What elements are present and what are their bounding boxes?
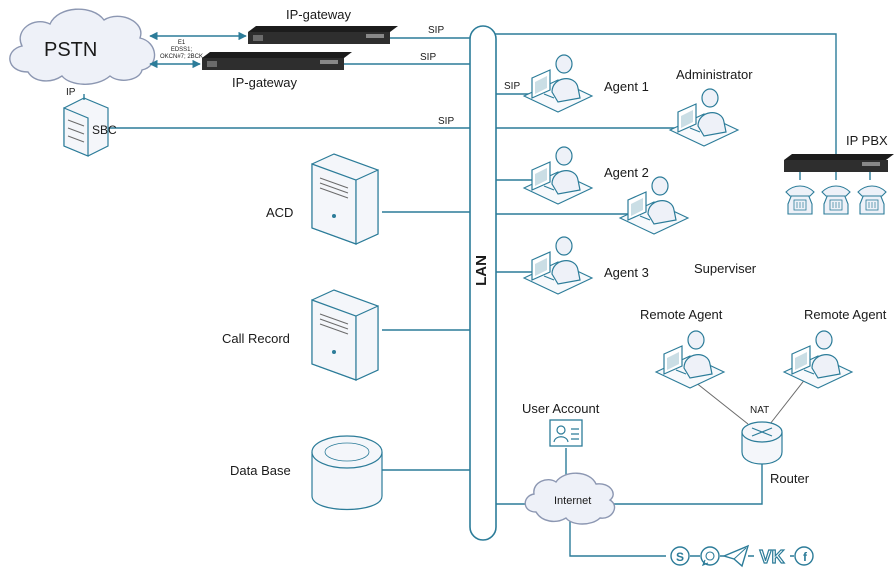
agent3-label: Agent 3: [604, 265, 649, 280]
remote-agent-left-label: Remote Agent: [640, 307, 723, 322]
acd-server-icon: [311, 153, 379, 245]
ip-pbx-label: IP PBX: [846, 133, 888, 148]
router-icon: [741, 421, 783, 465]
telegram-icon: [721, 544, 750, 568]
sip-label-agent1: SIP: [504, 81, 521, 92]
ip-pbx-device: [784, 154, 894, 180]
skype-icon: S: [670, 546, 690, 566]
call-record-server-icon: [311, 289, 379, 381]
acd-label: ACD: [266, 205, 294, 220]
sip-label-bottom: SIP: [420, 52, 437, 63]
e1-protocol-label: E1 EDSS1; OKCN#7; 2BCK: [160, 40, 204, 60]
pstn-cloud: [9, 8, 156, 85]
vk-icon: VK: [759, 546, 785, 567]
agent2-icon: [523, 146, 593, 205]
whatsapp-icon: [700, 546, 720, 567]
ip-gateway-top: [248, 26, 398, 44]
messenger-link: [569, 520, 666, 557]
agent1-label: Agent 1: [604, 79, 649, 94]
svg-text:VK: VK: [759, 547, 784, 567]
user-account-label: User Account: [522, 401, 600, 416]
router-label: Router: [770, 471, 810, 486]
svg-text:S: S: [676, 550, 684, 564]
call-record-label: Call Record: [222, 331, 290, 346]
superviser-icon: [619, 176, 689, 235]
phone-icon: [821, 185, 851, 215]
remote-agent-left-icon: [655, 330, 725, 389]
user-account-icon: [549, 419, 583, 447]
remote-agent-right-label: Remote Agent: [804, 307, 887, 322]
internet-label: Internet: [554, 495, 592, 507]
pstn-label: PSTN: [44, 39, 98, 61]
administrator-label: Administrator: [676, 67, 753, 82]
agent1-icon: [523, 54, 593, 113]
ip-label: IP: [66, 87, 76, 98]
svg-text:f: f: [803, 550, 808, 564]
superviser-label: Superviser: [694, 261, 757, 276]
pbx-link: [494, 33, 837, 160]
database-icon: [311, 435, 383, 510]
agent2-label: Agent 2: [604, 165, 649, 180]
phone-icon: [857, 185, 887, 215]
nat-label: NAT: [750, 405, 770, 416]
internet-cloud: [524, 472, 616, 525]
sip-label-top: SIP: [428, 25, 445, 36]
ip-gateway-bottom: [202, 52, 352, 70]
administrator-icon: [669, 88, 739, 147]
sbc-label: SBC: [92, 123, 117, 137]
lan-label: LAN: [472, 255, 490, 286]
sip-label-sbc: SIP: [438, 116, 455, 127]
facebook-icon: f: [794, 546, 814, 566]
data-base-label: Data Base: [230, 463, 291, 478]
gateway-bottom-label: IP-gateway: [232, 75, 298, 90]
remote-agent-right-icon: [783, 330, 853, 389]
agent3-icon: [523, 236, 593, 295]
gateway-top-label: IP-gateway: [286, 7, 352, 22]
nat-links: [689, 377, 807, 425]
phone-icon: [785, 185, 815, 215]
internet-router-link: [614, 456, 763, 505]
lan-bus: [469, 25, 497, 541]
